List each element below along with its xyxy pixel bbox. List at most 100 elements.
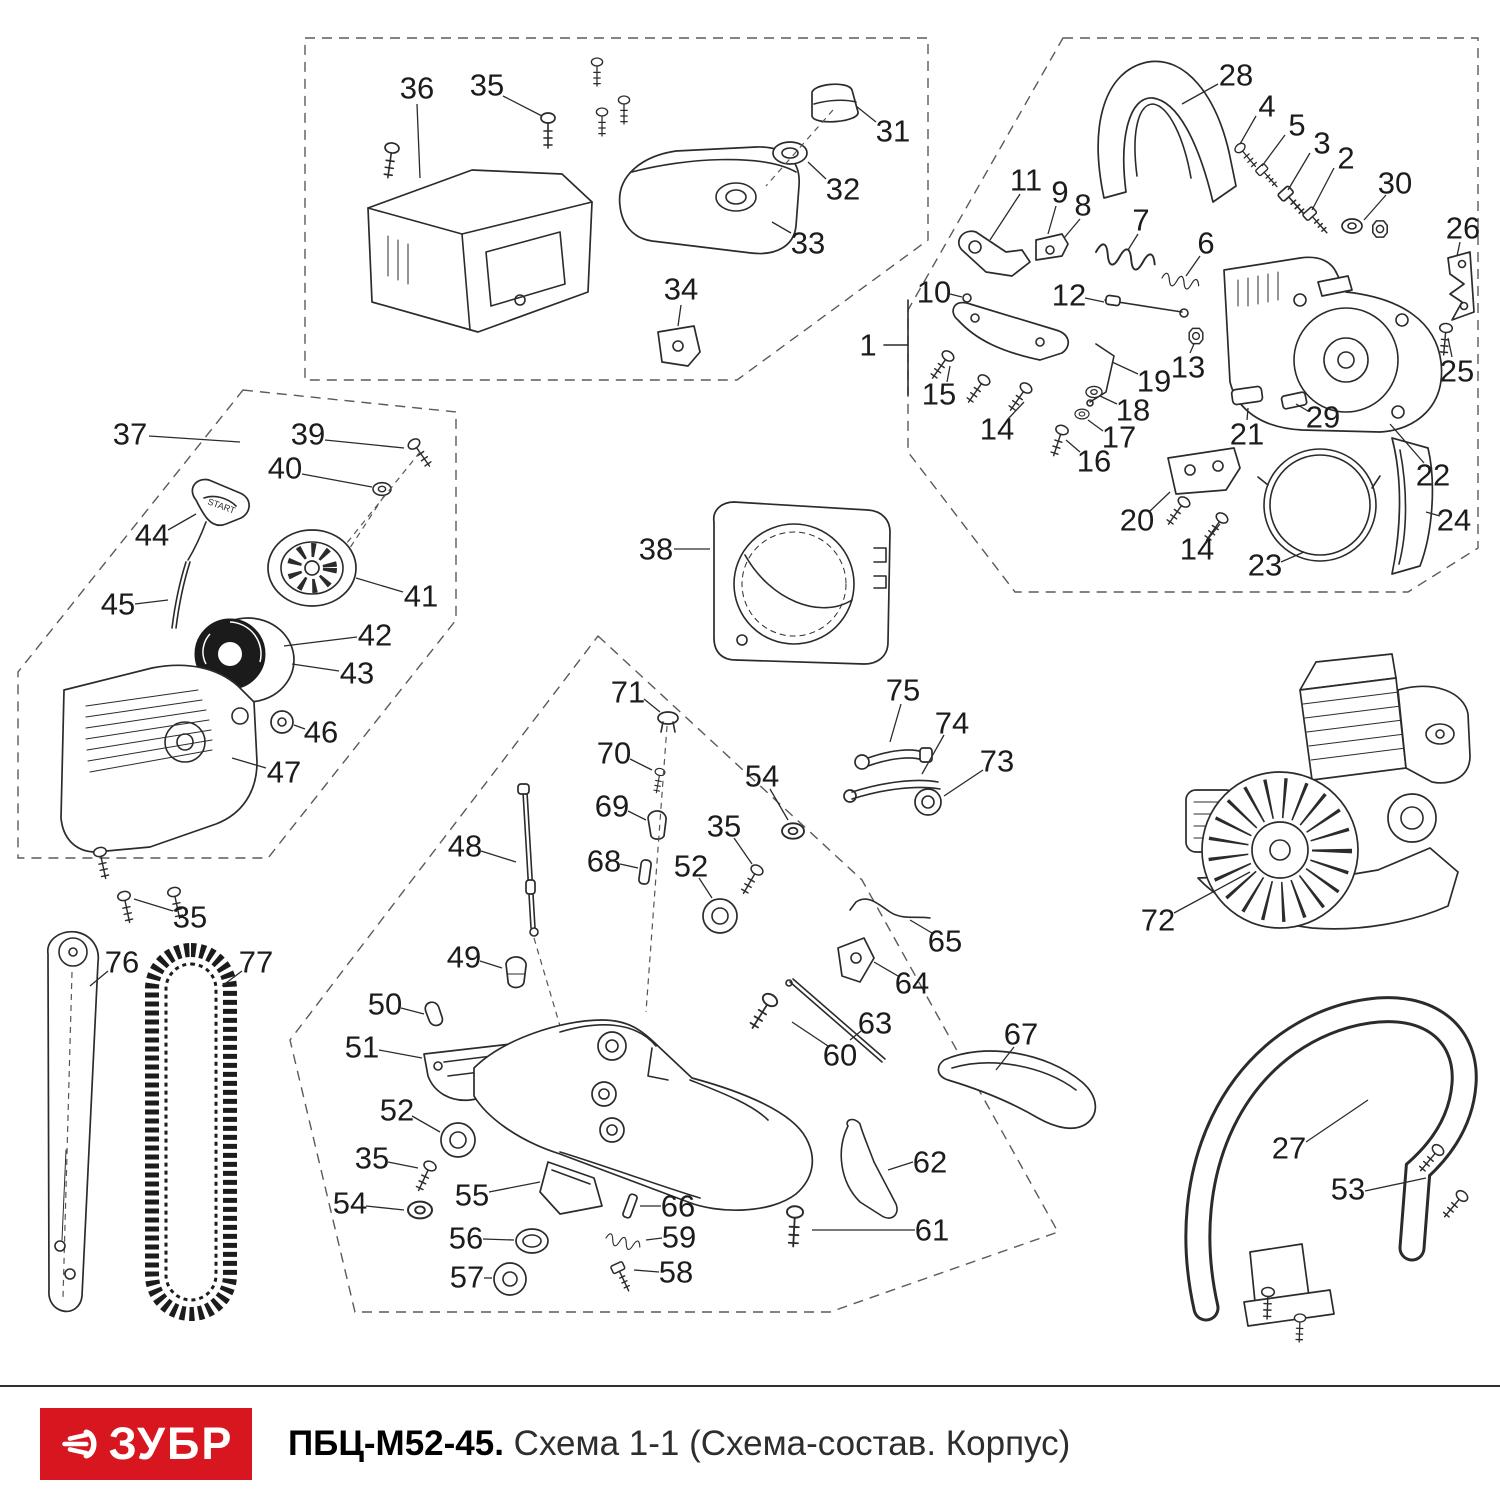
leader-line-20 [1149,491,1171,512]
part-bracket-34 [657,325,701,367]
part-screw-61 [784,1204,805,1248]
part-side-cover-24 [1391,437,1434,575]
part-number-10: 10 [917,275,951,310]
brand-arrow-icon [61,1428,97,1459]
part-number-52: 52 [380,1093,414,1128]
part-number-56: 56 [449,1221,483,1256]
part-number-63: 63 [858,1006,892,1041]
leader-line-31 [855,105,877,123]
part-number-44: 44 [135,518,169,553]
leader-line-76 [89,970,109,987]
part-number-71: 71 [611,675,645,710]
part-number-35: 35 [355,1141,389,1176]
leader-line-42 [283,636,358,647]
part-number-17: 17 [1102,420,1136,455]
model-number: ПБЦ-М52-45. [288,1423,504,1463]
leader-line-48 [480,850,517,863]
leader-line-8 [1063,218,1081,239]
leader-line-50 [400,1007,425,1015]
leader-line-24 [1425,511,1441,517]
leader-line-53 [1364,1177,1427,1192]
leader-line-27 [1305,1099,1369,1143]
leader-line-40 [301,473,373,488]
part-wire-lever-19 [1086,343,1115,407]
part-hand-guard-28 [1097,60,1237,203]
part-saw-chain-77 [145,943,237,1321]
diagram-title: ПБЦ-М52-45. Схема 1-1 (Схема-состав. Кор… [288,1424,1070,1464]
footer: ЗУБР ПБЦ-М52-45. Схема 1-1 (Схема-состав… [0,1385,1500,1500]
part-number-1: 1 [859,328,876,363]
leader-line-45 [134,599,169,605]
leader-line-44 [167,513,197,531]
part-cap-57 [493,1262,527,1296]
part-tank-housing [473,1019,814,1212]
part-bracket-55 [539,1161,603,1215]
leader-line-11 [989,193,1021,241]
part-number-52: 52 [674,849,708,884]
part-number-33: 33 [791,226,825,261]
part-number-57: 57 [450,1260,484,1295]
part-number-34: 34 [664,272,698,307]
part-bumper-spike-26 [1447,251,1475,321]
part-wire-65 [849,898,931,919]
part-fuel-hoses-73-74-75 [843,747,942,816]
part-number-31: 31 [876,114,910,149]
leader-line-65 [909,919,933,934]
leader-line-75 [889,703,902,743]
leader-line-77 [221,970,243,987]
part-number-22: 22 [1416,458,1450,493]
leader-line-43 [291,663,340,672]
part-washer-54a [781,822,805,840]
part-guide-bar-76 [47,930,100,1313]
part-number-13: 13 [1171,350,1205,385]
leader-line-47 [231,757,267,769]
leader-line-74 [921,734,945,775]
part-number-15: 15 [922,377,956,412]
leader-line-72 [1173,871,1251,914]
leader-line-15 [946,365,951,383]
part-number-36: 36 [400,71,434,106]
leader-line-26 [1456,241,1461,257]
part-number-42: 42 [358,618,392,653]
part-number-14: 14 [980,412,1014,447]
part-number-48: 48 [448,829,482,864]
leader-line-34 [677,304,682,327]
leader-line-29 [1295,403,1309,412]
part-number-26: 26 [1446,211,1480,246]
leader-line-54 [365,1205,405,1211]
leader-line-62 [887,1161,914,1171]
leader-line-35 [502,95,543,117]
leader-line-14 [1007,401,1025,420]
part-screw-60 [745,990,781,1034]
leader-line-12 [1084,297,1105,303]
part-air-filter-cover-33 [618,146,800,255]
part-pin-66 [622,1193,638,1219]
part-washer-54b [406,1200,434,1220]
part-number-54: 54 [333,1186,367,1221]
part-number-35: 35 [173,900,207,935]
leader-line-3 [1287,152,1311,191]
part-number-37: 37 [113,417,147,452]
part-number-7: 7 [1132,203,1149,238]
part-pad-29 [1280,391,1308,410]
part-number-24: 24 [1437,503,1471,538]
part-number-73: 73 [980,744,1014,779]
leader-line-52 [698,877,713,899]
part-screw-35c [737,862,766,898]
part-number-35: 35 [470,68,504,103]
engine-assembly [1185,653,1471,930]
part-number-43: 43 [340,656,374,691]
part-ratchet-46 [270,710,294,734]
brand-logo: ЗУБР [40,1407,252,1480]
leader-line-10 [949,293,963,298]
schema-subtitle: Схема 1-1 (Схема-состав. Корпус) [513,1423,1071,1463]
leader-line-64 [873,961,899,977]
part-primer-68-69-70-71 [638,711,679,1013]
part-number-25: 25 [1440,354,1474,389]
part-number-32: 32 [826,172,860,207]
part-number-64: 64 [895,966,929,1001]
part-number-6: 6 [1197,226,1214,261]
part-sleeve-49 [505,956,527,989]
leader-line-14 [1207,523,1221,540]
